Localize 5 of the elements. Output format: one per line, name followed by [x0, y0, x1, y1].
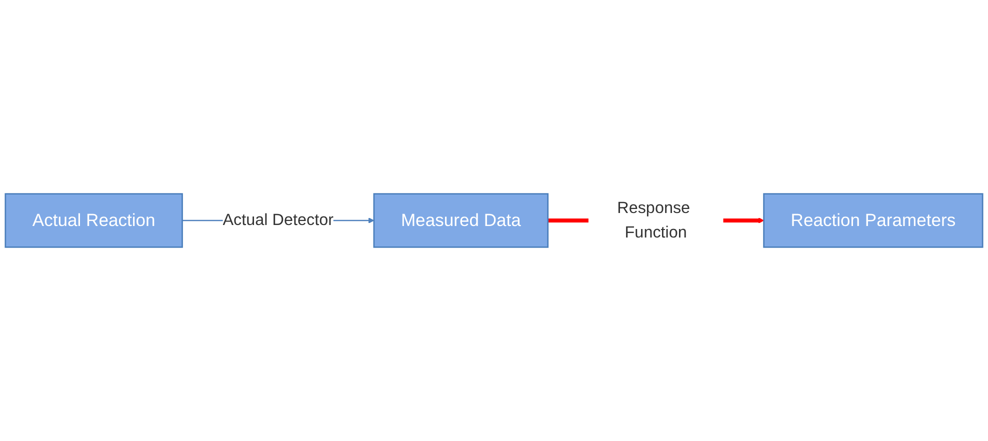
node-box: Reaction Parameters [763, 193, 984, 248]
edge-label: Actual Detector [222, 211, 334, 230]
node-box: Measured Data [373, 193, 549, 248]
node-box: Actual Reaction [4, 193, 183, 248]
edge-label: Response Function [617, 198, 690, 242]
